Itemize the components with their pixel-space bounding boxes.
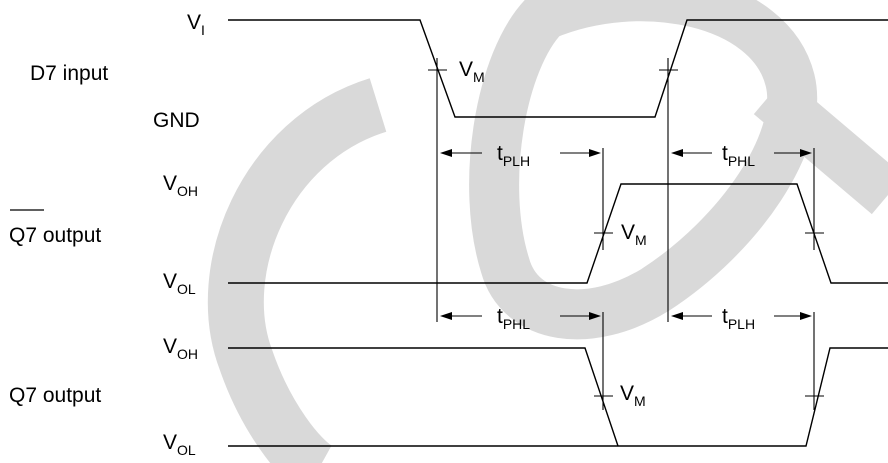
timing-dimension-row1-left: tPLH — [440, 142, 601, 169]
timing-dimension-row2-left: tPHL — [440, 305, 601, 332]
d7-input-waveform — [228, 19, 888, 118]
watermark-letter-o — [469, 0, 818, 340]
level-gnd: GND — [153, 109, 200, 132]
q7-output-high-segment — [228, 347, 619, 447]
q7-output-waveform — [228, 347, 888, 447]
svg-text:tPHL: tPHL — [722, 142, 755, 169]
level-vol-q7: VOL — [163, 431, 196, 458]
measure-ticks — [428, 69, 824, 410]
level-vi: VI — [187, 11, 205, 38]
row-label-q7-output: Q7 output — [9, 384, 101, 407]
level-vol-q7bar: VOL — [163, 270, 196, 297]
vm-label-q7: VM — [620, 382, 646, 409]
level-voh-q7bar: VOH — [163, 172, 198, 199]
row-label-q7bar-output: Q7 output — [9, 209, 101, 247]
row-label-d7-input: D7 input — [30, 62, 108, 85]
vm-label-q7bar: VM — [621, 221, 647, 248]
level-voh-q7: VOH — [163, 335, 198, 362]
q7bar-name: Q7 — [9, 224, 37, 247]
svg-text:tPLH: tPLH — [497, 142, 530, 169]
watermark-letter-c — [207, 78, 388, 463]
svg-text:tPLH: tPLH — [722, 305, 755, 332]
q7bar-output-waveform — [228, 183, 888, 284]
svg-text:Q7 output: Q7 output — [9, 224, 101, 247]
vm-label-d7: VM — [459, 58, 485, 85]
timing-dimension-row2-right: tPLH — [671, 305, 812, 332]
timing-dimension-row1-right: tPHL — [671, 142, 812, 169]
svg-text:tPHL: tPHL — [497, 305, 530, 332]
watermark-tail — [753, 75, 888, 215]
q7bar-output-word: output — [37, 224, 101, 247]
watermark — [207, 0, 888, 463]
